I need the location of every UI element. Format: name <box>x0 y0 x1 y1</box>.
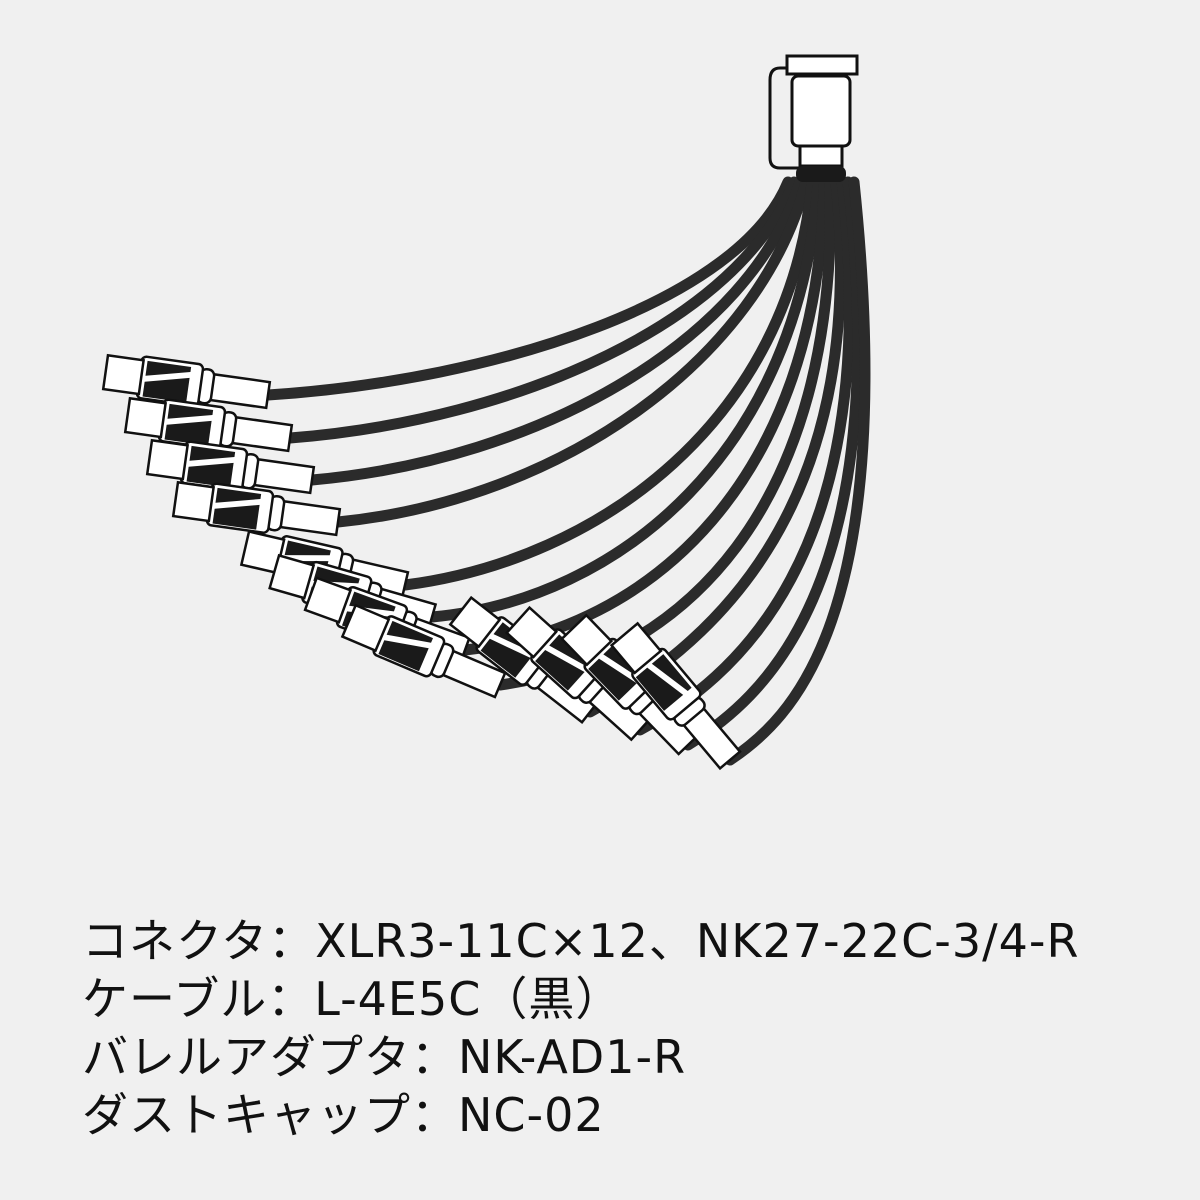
spec-separator: ： <box>268 914 316 968</box>
spec-row-barrel-adapter: バレルアダプタ：NK-AD1-R <box>82 1028 1079 1086</box>
cable-harness-diagram <box>101 54 871 771</box>
dust-cap <box>785 54 859 76</box>
spec-separator: ： <box>411 1088 458 1142</box>
cable-line <box>724 176 871 766</box>
xlr-connector-icon <box>171 480 342 537</box>
xlr-connector-icon <box>340 603 507 699</box>
cable-line <box>284 176 800 444</box>
xlr-connector-icon <box>609 621 742 771</box>
spec-label: ダストキャップ <box>82 1088 411 1142</box>
cable-line <box>332 176 812 528</box>
xlr-connector-icon <box>560 613 700 756</box>
cable-line <box>262 176 794 401</box>
connector-body <box>790 74 852 148</box>
spec-row-cable: ケーブル：L-4E5C（黒） <box>82 970 1079 1028</box>
xlr-connector-icon <box>101 353 272 410</box>
spec-separator: ： <box>267 972 315 1026</box>
spec-value: XLR3-11C×12、NK27-22C-3/4-R <box>315 914 1080 968</box>
spec-value: NK-AD1-R <box>458 1030 687 1084</box>
spec-label: ケーブル <box>82 972 268 1026</box>
spec-value: NC-02 <box>458 1088 605 1142</box>
multipin-connector-icon <box>768 54 859 182</box>
spec-separator: ： <box>411 1030 458 1084</box>
cable-line <box>306 176 806 486</box>
cable-grip <box>796 166 846 182</box>
spec-label: バレルアダプタ <box>82 1030 411 1084</box>
xlr-connector-icon <box>123 396 294 453</box>
spec-value: L-4E5C（黒） <box>314 972 623 1026</box>
connector-neck <box>798 144 844 168</box>
lanyard <box>768 66 800 170</box>
spec-label: コネクタ <box>82 914 269 968</box>
spec-list: コネクタ：XLR3-11C×12、NK27-22C-3/4-R ケーブル：L-4… <box>82 912 1079 1144</box>
xlr-plug-group <box>101 353 742 771</box>
spec-row-dust-cap: ダストキャップ：NC-02 <box>82 1086 1079 1144</box>
spec-row-connector: コネクタ：XLR3-11C×12、NK27-22C-3/4-R <box>82 912 1079 970</box>
cable-line <box>426 176 824 623</box>
xlr-connector-icon <box>504 605 651 742</box>
cable-line <box>682 176 864 751</box>
cable-line <box>399 176 818 591</box>
